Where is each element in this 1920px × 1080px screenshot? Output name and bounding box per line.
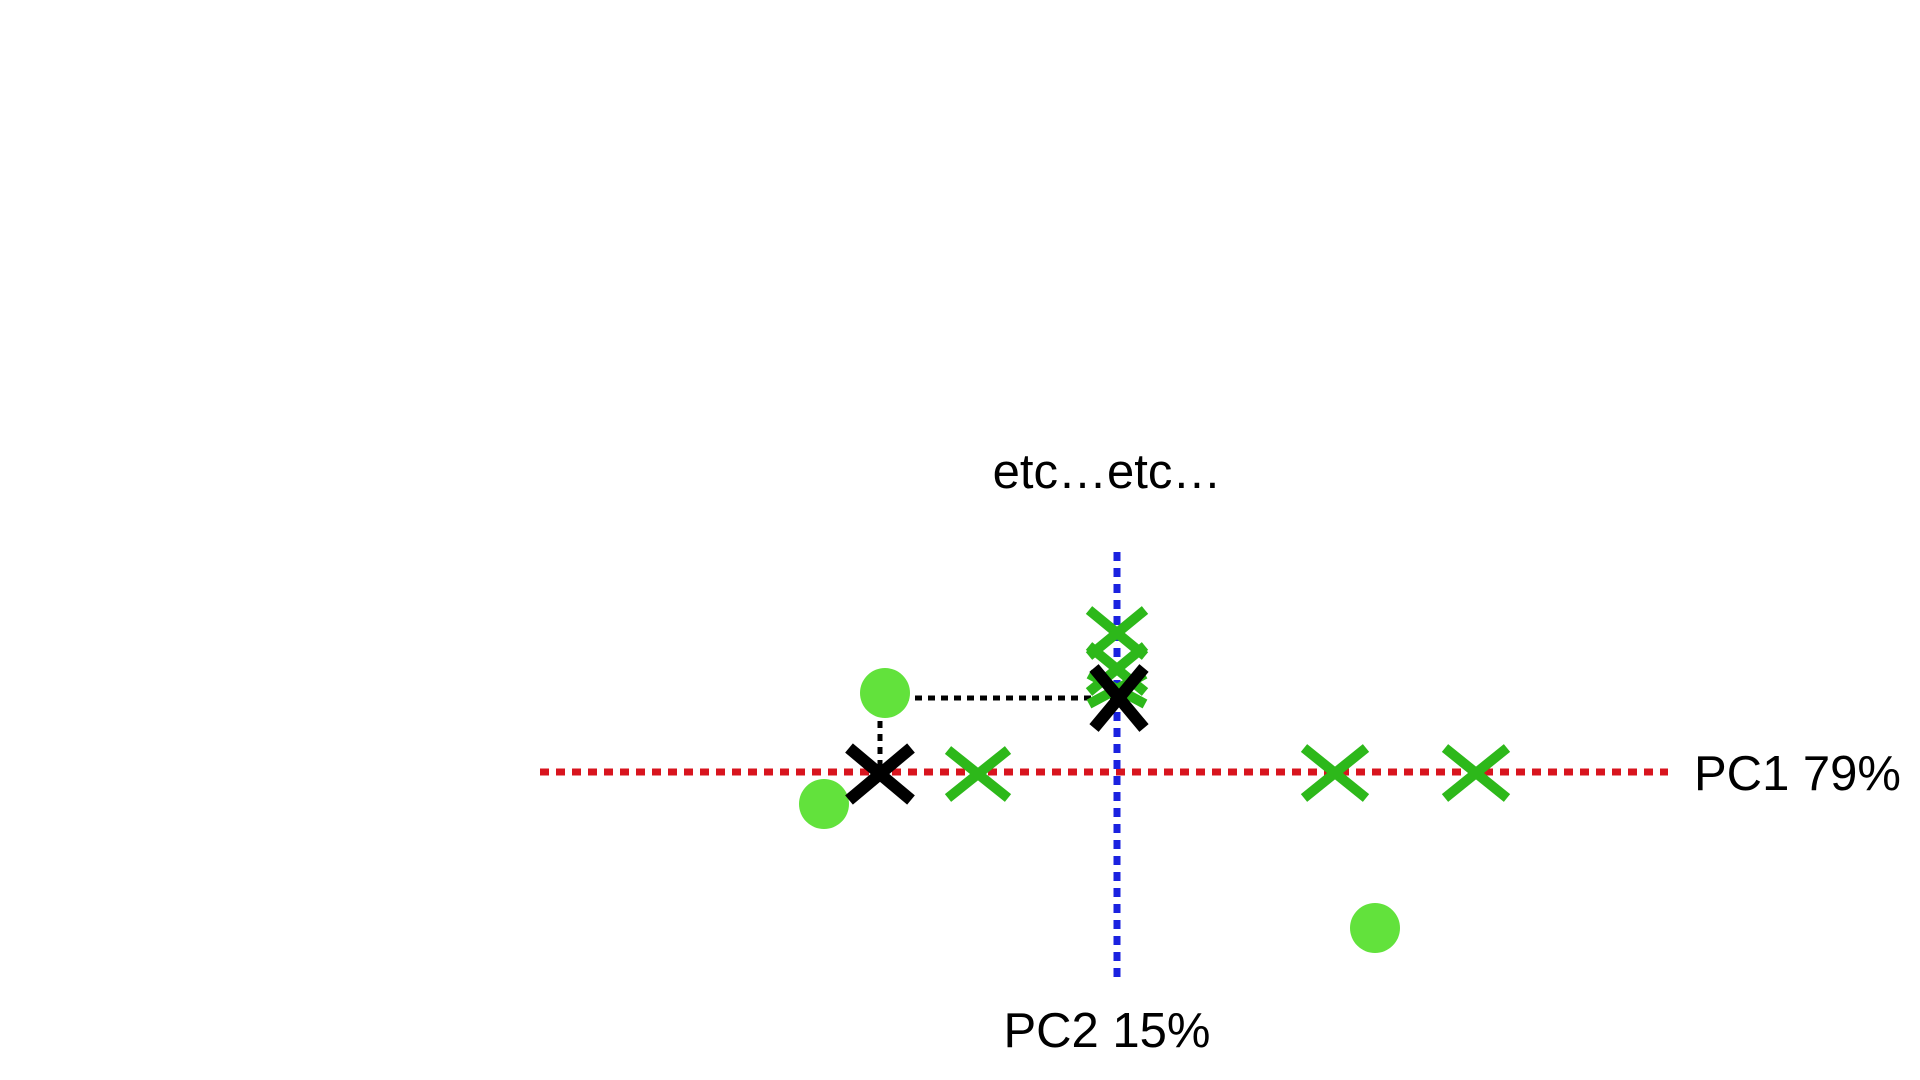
data-point-circle <box>799 779 849 829</box>
projected-point-x-icon <box>1441 744 1511 802</box>
etc-label: etc…etc… <box>993 445 1222 499</box>
pc2-axis-label: PC2 15% <box>1003 1004 1210 1058</box>
pc1-axis-label: PC1 79% <box>1694 747 1901 801</box>
projected-point-x-icon <box>944 746 1012 802</box>
data-point-circle <box>1350 903 1400 953</box>
highlight-x-icon <box>845 743 915 805</box>
data-point-circle <box>860 668 910 718</box>
projected-point-x-icon <box>1300 744 1370 802</box>
highlight-x-icon <box>1089 664 1149 732</box>
